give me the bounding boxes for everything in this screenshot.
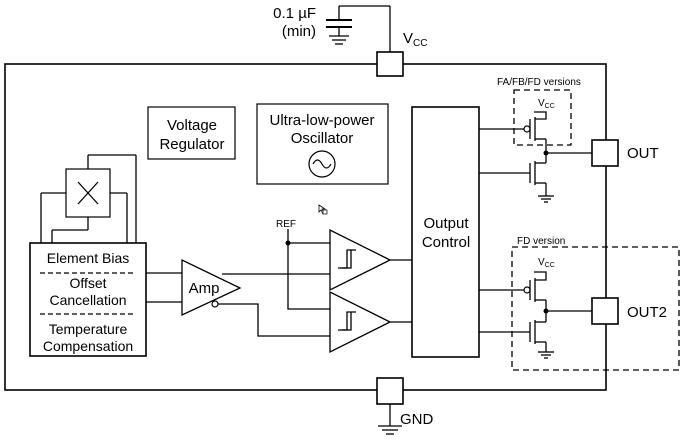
- amp-inverting-bubble: [211, 300, 219, 308]
- capacitor-value: 0.1 µF: [273, 5, 316, 22]
- gnd-symbol: [378, 404, 402, 435]
- fa-fb-fd-dashed-box: [513, 89, 572, 146]
- amp-label: Amp: [189, 280, 220, 297]
- sine-wave-icon: [308, 150, 336, 178]
- output1-transistors: [479, 111, 592, 203]
- comparator-1: [329, 228, 392, 292]
- inner-vcc-2: VCC: [538, 257, 555, 269]
- temperature-label-1: Temperature: [49, 321, 128, 337]
- vcc-label: VCC: [403, 30, 427, 49]
- temperature-label-2: Compensation: [43, 338, 133, 354]
- gnd-label: GND: [400, 411, 434, 428]
- capacitor-note: (min): [282, 23, 316, 40]
- sensor-frontend-block: [29, 242, 147, 357]
- fd-dashed-box: [511, 246, 680, 371]
- voltage-regulator-block: [147, 106, 236, 160]
- inner-vcc-1: VCC: [538, 98, 555, 110]
- out-label: OUT: [627, 145, 659, 162]
- fa-fb-fd-version-label: FA/FB/FD versions: [497, 77, 581, 88]
- oscillator-line2: Oscillator: [291, 130, 354, 147]
- oscillator-line1: Ultra-low-power: [269, 112, 374, 129]
- out-pin: [591, 139, 619, 167]
- vcc-pin: [376, 51, 404, 77]
- voltage-regulator-line1: Voltage: [167, 117, 217, 134]
- gnd-pin: [376, 377, 404, 405]
- element-bias-label: Element Bias: [47, 250, 129, 266]
- comparator-2: [329, 290, 392, 354]
- fd-version-label: FD version: [517, 236, 565, 247]
- offset-label-1: Offset: [69, 275, 106, 291]
- output-control-line1: Output: [423, 215, 469, 232]
- out2-pin: [591, 297, 619, 325]
- output-control-line2: Control: [422, 234, 470, 251]
- amp-symbol: [181, 258, 242, 317]
- offset-label-2: Cancellation: [49, 292, 126, 308]
- voltage-regulator-line2: Regulator: [159, 136, 224, 153]
- out2-label: OUT2: [627, 304, 667, 321]
- hall-element-wiring: [40, 154, 137, 243]
- bypass-capacitor: [326, 5, 391, 52]
- output-control-block: [411, 106, 480, 358]
- oscillator-block: [256, 103, 389, 185]
- ref-label: REF: [276, 219, 296, 230]
- output2-transistors: [479, 271, 592, 359]
